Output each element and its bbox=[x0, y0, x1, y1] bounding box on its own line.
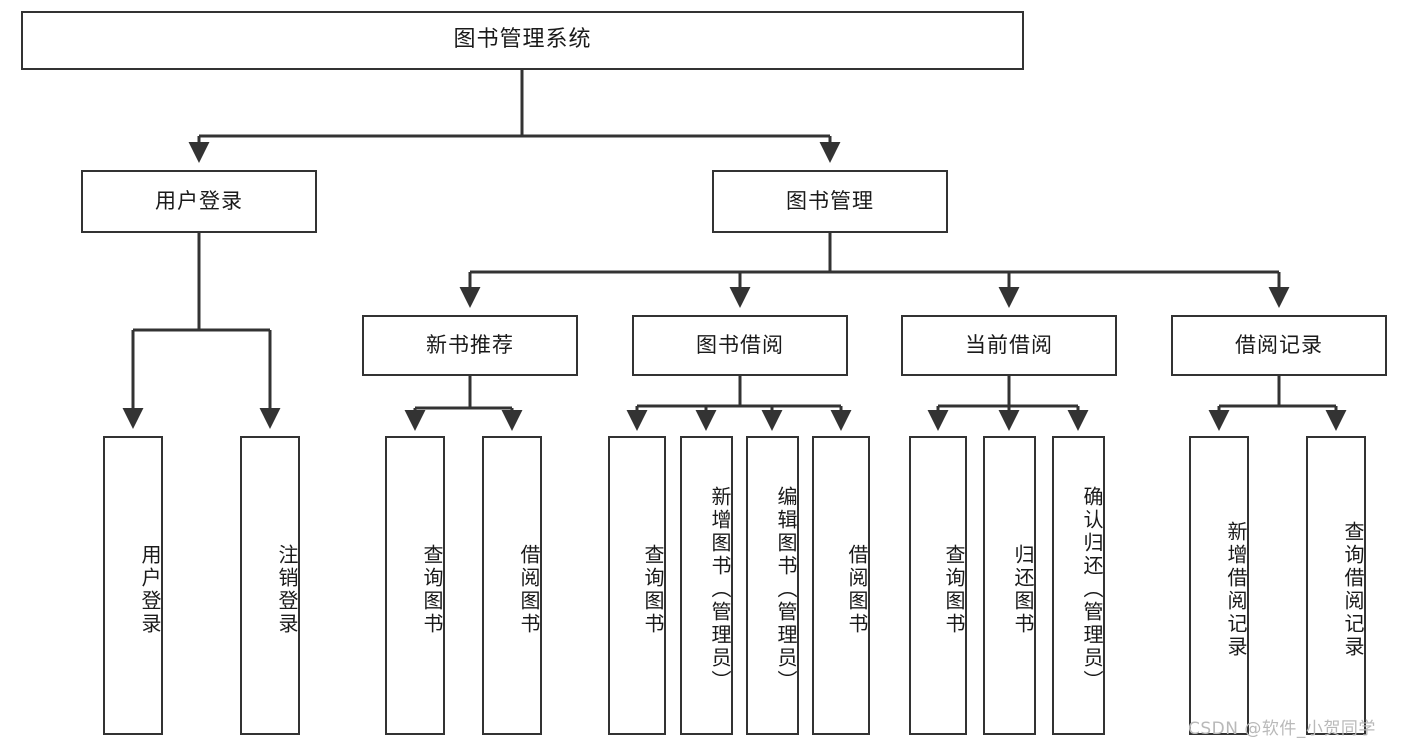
node-borrow-record[interactable]: 借阅记录 bbox=[1171, 315, 1387, 376]
leaf-confirm-return[interactable]: 确认归还（管理员） bbox=[1052, 436, 1105, 735]
leaf-borrow-book-2[interactable]: 借阅图书 bbox=[812, 436, 870, 735]
node-book-manage[interactable]: 图书管理 bbox=[712, 170, 948, 233]
leaf-return-book[interactable]: 归还图书 bbox=[983, 436, 1036, 735]
node-root[interactable]: 图书管理系统 bbox=[21, 11, 1024, 70]
watermark: CSDN @软件_小贺同学 bbox=[1188, 719, 1376, 739]
leaf-edit-book[interactable]: 编辑图书（管理员） bbox=[746, 436, 799, 735]
leaf-user-login[interactable]: 用户登录 bbox=[103, 436, 163, 735]
leaf-add-book[interactable]: 新增图书（管理员） bbox=[680, 436, 733, 735]
leaf-query-book-1[interactable]: 查询图书 bbox=[385, 436, 445, 735]
node-new-book-rec[interactable]: 新书推荐 bbox=[362, 315, 578, 376]
leaf-borrow-book-1[interactable]: 借阅图书 bbox=[482, 436, 542, 735]
node-current-borrow[interactable]: 当前借阅 bbox=[901, 315, 1117, 376]
leaf-logout[interactable]: 注销登录 bbox=[240, 436, 300, 735]
leaf-query-record[interactable]: 查询借阅记录 bbox=[1306, 436, 1366, 735]
leaf-query-book-2[interactable]: 查询图书 bbox=[608, 436, 666, 735]
node-user-login[interactable]: 用户登录 bbox=[81, 170, 317, 233]
leaf-add-record[interactable]: 新增借阅记录 bbox=[1189, 436, 1249, 735]
leaf-query-book-3[interactable]: 查询图书 bbox=[909, 436, 967, 735]
node-book-borrow[interactable]: 图书借阅 bbox=[632, 315, 848, 376]
